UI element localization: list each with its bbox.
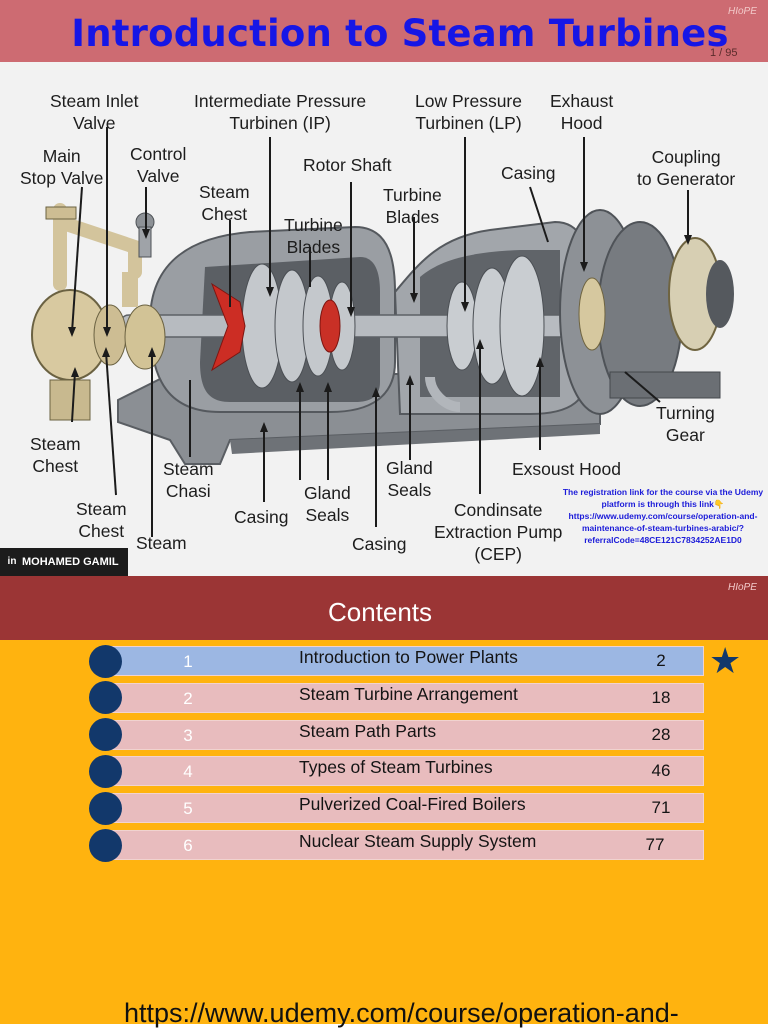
label-casing-top: Casing <box>501 163 556 183</box>
label-steam-inlet-valve: Steam Inlet Valve <box>50 91 139 133</box>
label-main-stop-valve: Main Stop Valve <box>20 146 104 188</box>
label-exhaust-hood: Exhaust Hood <box>550 91 614 133</box>
toc-number: 1 <box>183 652 193 671</box>
toc-row[interactable]: 4 Types of Steam Turbines 46 <box>104 756 704 786</box>
registration-link[interactable]: https://www.udemy.com/course/operation-a… <box>568 511 758 521</box>
toc-page: 2 <box>656 651 666 670</box>
toc-row[interactable]: 3 Steam Path Parts 28 <box>104 720 704 750</box>
toc-page: 46 <box>651 761 671 780</box>
toc-bullet-icon <box>89 645 122 678</box>
author-badge[interactable]: in MOHAMED GAMIL <box>0 548 128 576</box>
label-casing-bottom-left: Casing <box>234 507 289 527</box>
star-icon[interactable]: ★ <box>709 641 742 682</box>
toc-bullet-icon <box>89 718 122 751</box>
toc-number: 2 <box>183 689 193 708</box>
watermark: HIoPE <box>728 6 757 17</box>
label-exsoust-hood: Exsoust Hood <box>512 459 621 479</box>
toc-title: Nuclear Steam Supply System <box>299 831 537 851</box>
label-control-valve: Control Valve <box>130 144 187 186</box>
label-steam-chest-upper: Steam Chest <box>199 182 250 224</box>
title-bar <box>0 0 768 62</box>
toc-title: Steam Turbine Arrangement <box>299 684 518 704</box>
slide-title: Introduction to Steam Turbines <box>71 12 729 55</box>
label-casing-bottom: Casing <box>352 534 407 554</box>
toc-page: 28 <box>651 725 671 744</box>
label-cep: Condinsate Extraction Pump (CEP) <box>434 500 563 564</box>
toc-number: 6 <box>183 836 193 855</box>
toc-row[interactable]: 6 Nuclear Steam Supply System 77 <box>104 830 704 860</box>
toc-number: 3 <box>183 726 193 745</box>
toc-bullet-icon <box>89 681 122 714</box>
toc-title: Steam Path Parts <box>299 721 437 741</box>
footer-url[interactable]: https://www.udemy.com/course/operation-a… <box>124 998 679 1028</box>
turbine-illustration <box>31 127 734 537</box>
watermark: HIoPE <box>728 582 757 593</box>
contents-header <box>0 576 768 640</box>
toc-bullet-icon <box>89 755 122 788</box>
label-gland-seals-right: Gland Seals <box>386 458 433 500</box>
toc-title: Introduction to Power Plants <box>299 647 518 667</box>
toc-number: 5 <box>183 799 193 818</box>
registration-link[interactable]: maintenance-of-steam-turbines-arabic/? <box>581 523 744 533</box>
registration-note[interactable]: The registration link for the course via… <box>552 486 768 546</box>
label-turning-gear: Turning Gear <box>656 403 715 445</box>
toc-title: Pulverized Coal-Fired Boilers <box>299 794 526 814</box>
toc-title: Types of Steam Turbines <box>299 757 493 777</box>
toc-page: 71 <box>651 798 671 817</box>
label-rotor-shaft: Rotor Shaft <box>303 155 392 175</box>
toc-bullet-icon <box>89 829 122 862</box>
label-steam: Steam <box>136 533 187 553</box>
label-steam-chasi: Steam Chasi <box>163 459 214 501</box>
toc-row[interactable]: 2 Steam Turbine Arrangement 18 <box>104 683 704 713</box>
label-turbine-blades-right: Turbine Blades <box>383 185 442 227</box>
label-coupling: Coupling to Generator <box>637 147 736 189</box>
contents-title: Contents <box>327 597 433 627</box>
toc-page: 18 <box>651 688 671 707</box>
turbine-diagram: Steam Inlet Valve Intermediate Pressure … <box>0 62 768 576</box>
registration-link[interactable]: referralCode=48CE121C7834252AE1D0 <box>584 535 742 545</box>
registration-note-line: The registration link for the course via… <box>562 487 764 497</box>
linkedin-icon: in <box>7 556 17 567</box>
label-steam-chest-left: Steam Chest <box>30 434 81 476</box>
registration-note-line: platform is through this link👇 <box>601 499 725 509</box>
label-turbine-blades-left: Turbine Blades <box>284 215 343 257</box>
label-steam-chest-bottom: Steam Chest <box>76 499 127 541</box>
toc-bullet-icon <box>89 792 122 825</box>
label-intermediate-pressure: Intermediate Pressure Turbinen (IP) <box>194 91 367 133</box>
toc-page: 77 <box>645 835 665 854</box>
toc-row[interactable]: 5 Pulverized Coal-Fired Boilers 71 <box>104 793 704 823</box>
label-low-pressure: Low Pressure Turbinen (LP) <box>415 91 522 133</box>
author-name: MOHAMED GAMIL <box>22 556 119 568</box>
page-counter: 1 / 95 <box>710 47 738 59</box>
label-gland-seals-left: Gland Seals <box>304 483 351 525</box>
toc-row[interactable]: 1 Introduction to Power Plants 2 <box>104 646 704 676</box>
toc-number: 4 <box>183 762 193 781</box>
